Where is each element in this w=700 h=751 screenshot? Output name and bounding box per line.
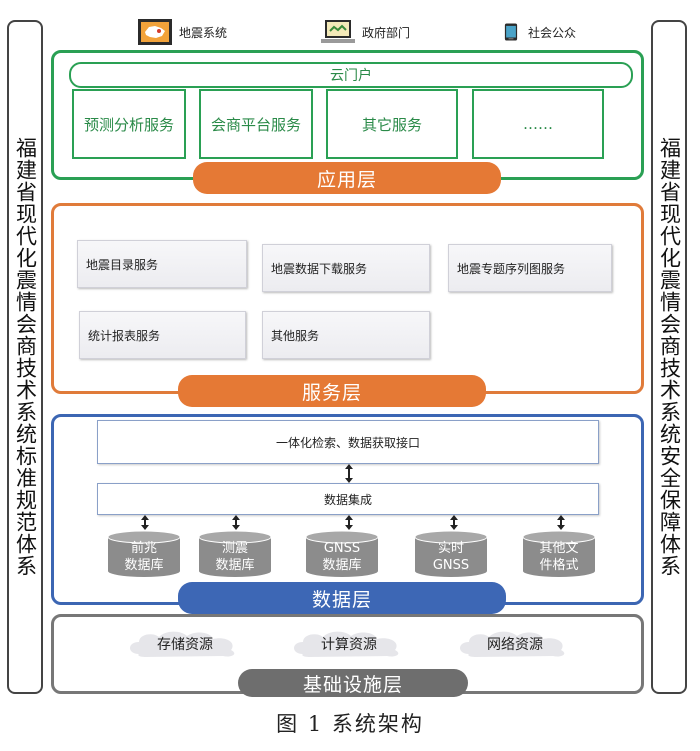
resource-label: 网络资源 (487, 637, 543, 653)
network-resource: 网络资源 (455, 628, 575, 660)
laptop-icon (321, 20, 355, 43)
database-label: GNSS 数据库 (322, 541, 362, 573)
app-service-box: 会商平台服务 (199, 89, 313, 159)
security-pillar: 福建省现代化震情会商技术系统安全保障体系 (651, 20, 687, 694)
database-icon (305, 530, 379, 577)
compute-resource: 计算资源 (289, 628, 409, 660)
app-service-box: 预测分析服务 (72, 89, 186, 159)
service-box: 统计报表服务 (79, 311, 246, 359)
database-label: 测震 数据库 (215, 541, 255, 573)
cloud-icon (460, 631, 565, 657)
cloud-icon (294, 631, 399, 657)
database-seismic: 测震 数据库 (198, 530, 272, 578)
service-box: 地震专题序列图服务 (448, 244, 612, 292)
resource-label: 计算资源 (321, 637, 377, 653)
service-box: 地震目录服务 (77, 240, 247, 288)
standards-pillar: 福建省现代化震情会商技术系统标准规范体系 (7, 20, 43, 694)
database-icon (198, 530, 272, 577)
bidirectional-arrow (344, 464, 354, 483)
user-label: 地震系统 (179, 25, 228, 40)
service-box: 地震数据下载服务 (262, 244, 430, 292)
database-label: 其他文 件格式 (539, 541, 579, 573)
user-public: 社会公众 (500, 18, 576, 46)
resource-label: 存储资源 (157, 637, 213, 653)
cloud-icon (130, 631, 235, 657)
app-service-box: …… (472, 89, 604, 159)
standards-pillar-text: 福建省现代化震情会商技术系统标准规范体系 (13, 137, 38, 577)
database-label: 前兆 数据库 (124, 541, 164, 573)
user-label: 社会公众 (528, 25, 577, 40)
infrastructure-layer-label: 基础设施层 (238, 669, 468, 697)
figure-caption: 图 1 系统架构 (276, 712, 424, 736)
user-label: 政府部门 (362, 25, 411, 40)
data-integration: 数据集成 (97, 483, 599, 515)
bidirectional-arrow (140, 515, 150, 530)
app-service-box: 其它服务 (326, 89, 458, 159)
cloud-portal: 云门户 (69, 62, 633, 88)
bidirectional-arrow (556, 515, 566, 530)
application-layer-label: 应用层 (193, 162, 501, 194)
bidirectional-arrow (449, 515, 459, 530)
database-icon (522, 530, 596, 577)
china-map-icon (138, 19, 172, 45)
service-layer-frame (51, 203, 644, 394)
service-box: 其他服务 (262, 311, 430, 359)
bidirectional-arrow (231, 515, 241, 530)
storage-resource: 存储资源 (125, 628, 245, 660)
database-label: 实时 GNSS (432, 541, 470, 573)
user-seismic-system: 地震系统 (137, 18, 227, 46)
database-icon (414, 530, 488, 577)
database-icon (107, 530, 181, 577)
service-layer-label: 服务层 (178, 375, 486, 407)
user-government: 政府部门 (320, 18, 410, 46)
database-gnss: GNSS 数据库 (305, 530, 379, 578)
bidirectional-arrow (344, 515, 354, 530)
unified-query-interface: 一体化检索、数据获取接口 (97, 420, 599, 464)
mobile-phone-icon (504, 23, 518, 41)
security-pillar-text: 福建省现代化震情会商技术系统安全保障体系 (657, 137, 682, 577)
database-realtime-gnss: 实时 GNSS (414, 530, 488, 578)
data-layer-label: 数据层 (178, 582, 506, 614)
database-precursor: 前兆 数据库 (107, 530, 181, 578)
database-other-formats: 其他文 件格式 (522, 530, 596, 578)
